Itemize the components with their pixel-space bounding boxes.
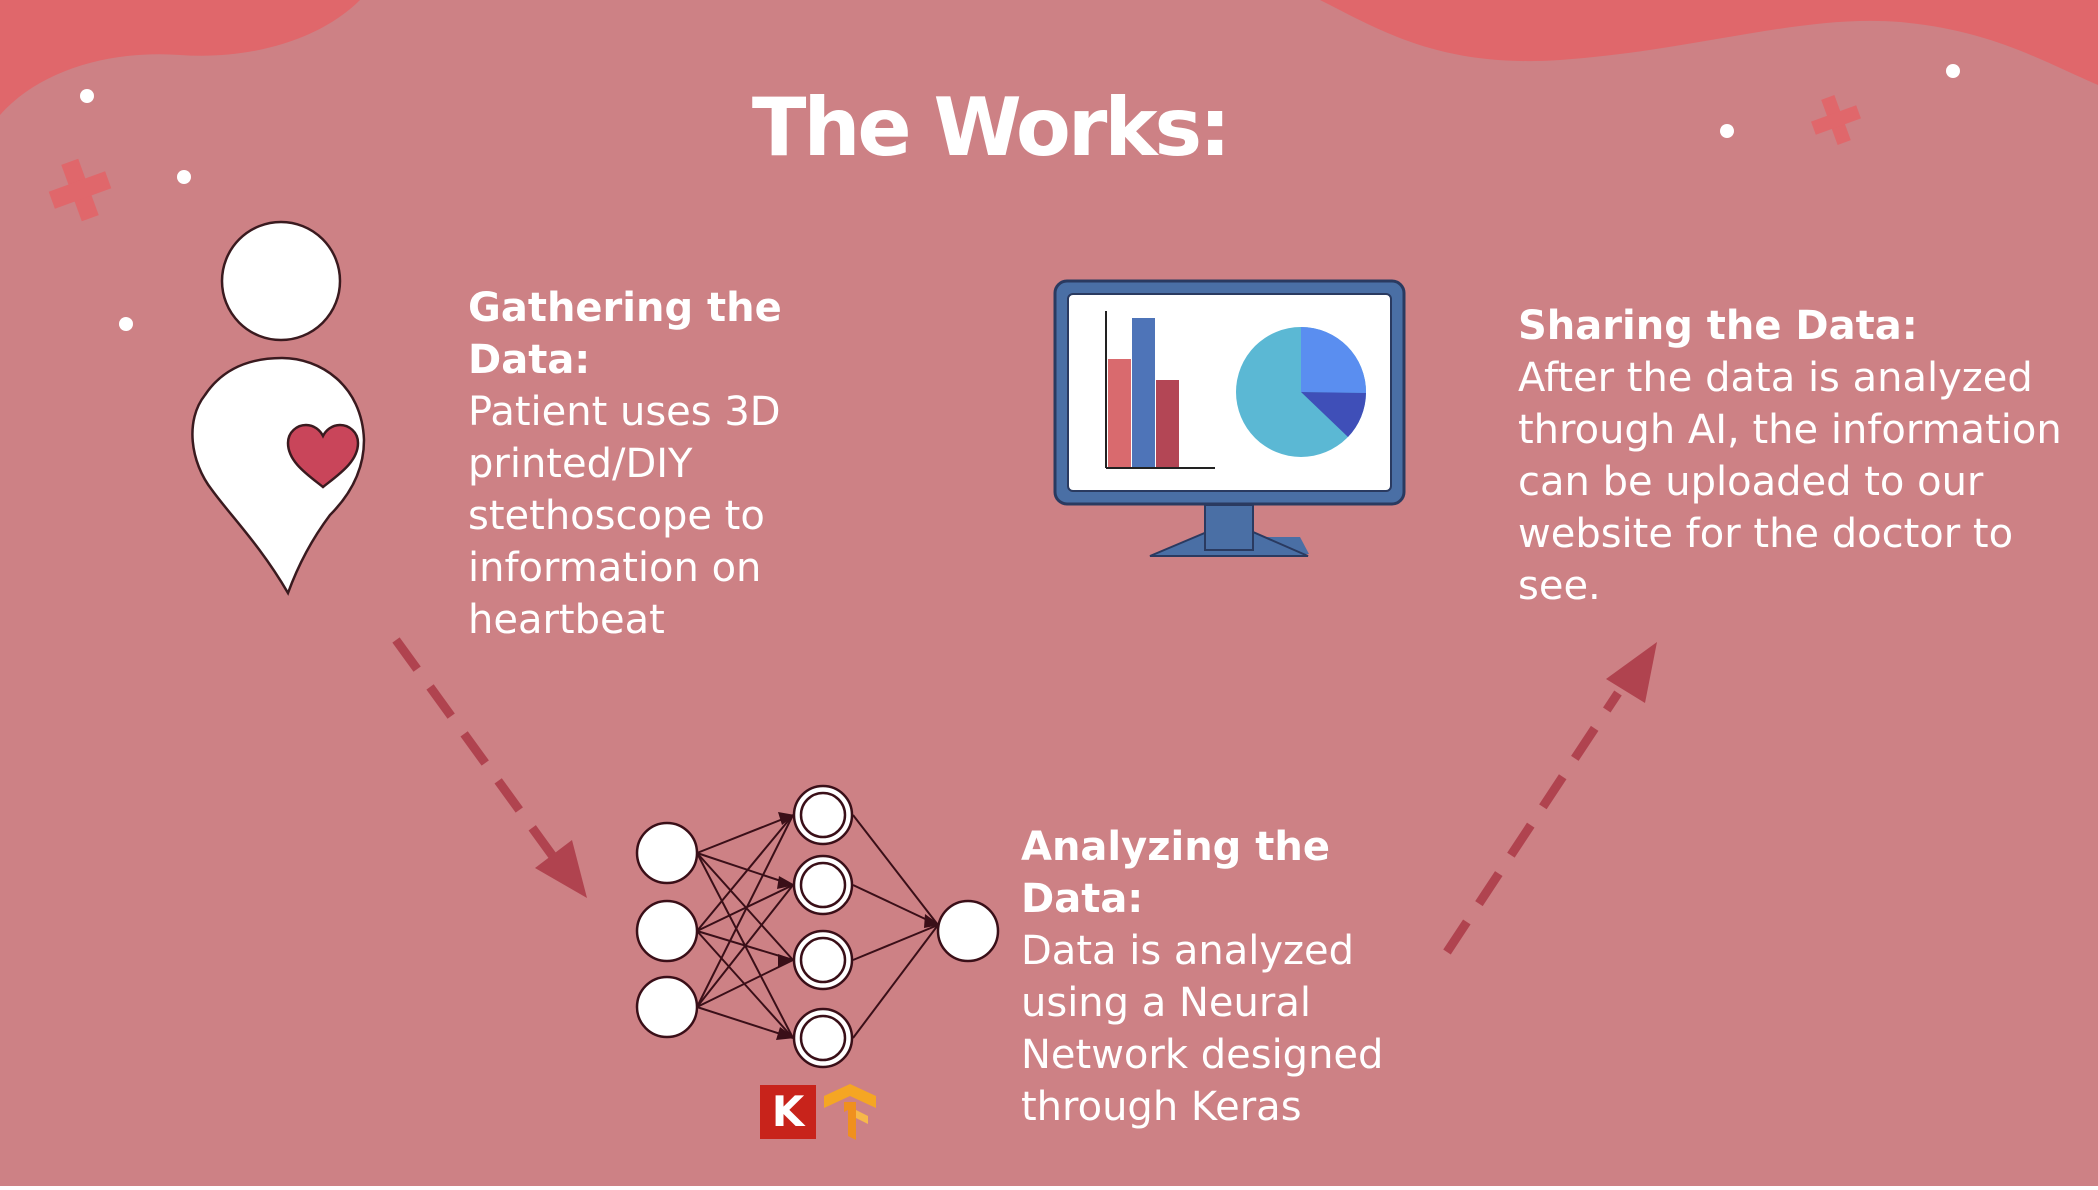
step-analyze: Analyzing the Data: Data is analyzed usi… — [1021, 821, 1421, 1133]
step-analyze-heading: Analyzing the Data: — [1021, 824, 1330, 922]
patient-heart-icon — [191, 220, 366, 596]
arrow-gather-to-analyze — [392, 637, 587, 898]
step-gather: Gathering the Data: Patient uses 3D prin… — [468, 282, 828, 646]
monitor-chart-icon — [1053, 279, 1406, 557]
dot — [1946, 64, 1960, 78]
tensorflow-icon — [824, 1084, 876, 1140]
neural-network-arrowheads — [776, 812, 940, 1040]
neural-network-icon — [696, 814, 939, 1039]
corner-blob-right — [1320, 0, 2098, 85]
step-gather-body: Patient uses 3D printed/DIY stethoscope … — [468, 389, 781, 643]
neural-network-nodes — [635, 784, 1000, 1069]
step-share-body: After the data is analyzed through AI, t… — [1518, 355, 2062, 609]
plus-icon — [48, 158, 112, 222]
keras-logo: K — [760, 1085, 816, 1139]
step-share: Sharing the Data: After the data is anal… — [1518, 300, 2078, 612]
arrow-analyze-to-share — [1443, 642, 1657, 955]
step-analyze-body: Data is analyzed using a Neural Network … — [1021, 928, 1384, 1130]
heart-icon — [286, 423, 360, 489]
dot — [119, 317, 133, 331]
dot — [177, 170, 191, 184]
plus-icon — [1811, 95, 1861, 145]
step-gather-heading: Gathering the Data: — [468, 285, 782, 383]
dot — [80, 89, 94, 103]
page-title: The Works: — [751, 81, 1231, 174]
dot — [1720, 124, 1734, 138]
step-share-heading: Sharing the Data: — [1518, 303, 1918, 349]
corner-blob-left — [0, 0, 360, 115]
